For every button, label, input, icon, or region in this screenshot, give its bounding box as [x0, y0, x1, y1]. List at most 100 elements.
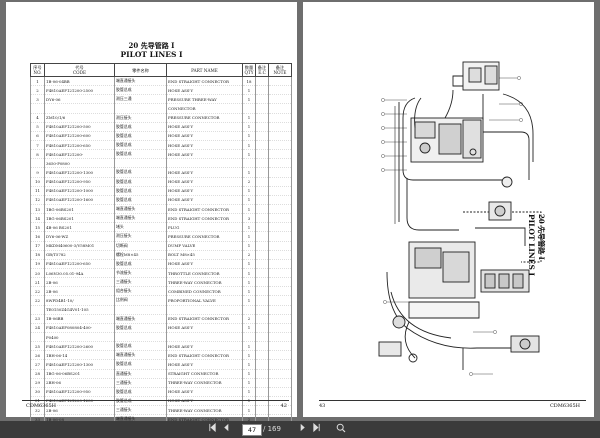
row-ec [255, 167, 269, 178]
zoom-button[interactable] [334, 423, 348, 435]
col-name-cn: 零件名称 [114, 63, 167, 77]
row-ec [255, 359, 269, 370]
row-qty: 1 [242, 85, 256, 96]
row-code: 1B-06-04BB [44, 76, 115, 87]
row-code: DY6-06 [44, 94, 115, 105]
row-code: F4810AEF121200-650 [44, 140, 115, 151]
first-page-button[interactable] [206, 422, 218, 435]
row-name-cn: 胶管总成 [114, 140, 167, 151]
row-note [268, 241, 292, 251]
row-ec [255, 250, 269, 260]
last-page-button[interactable] [310, 422, 322, 435]
row-qty: 2 [242, 314, 256, 324]
row-code: 4B-06 BS201 [44, 222, 115, 233]
row-note [268, 295, 292, 306]
row-part-name: BOLT M8×45 [166, 250, 243, 260]
row-code: L06N30.05.01-94A [44, 268, 115, 279]
row-part-name: HOSE ASS'Y [166, 323, 243, 333]
row-part-name: THROTTLE CONNECTOR [166, 268, 243, 279]
row-part-name: HOSE ASS'Y [166, 131, 243, 141]
row-no: 23 [30, 314, 45, 324]
row-qty: 1 [242, 241, 256, 251]
row-code [44, 103, 115, 114]
row-name-cn [114, 305, 167, 315]
page-number-input[interactable] [242, 424, 262, 436]
row-ec [255, 158, 269, 169]
row-qty: 1 [242, 268, 256, 279]
row-ec [255, 177, 269, 187]
viewer-toolbar: / 169 [0, 421, 600, 438]
row-code: 1BG-06BS201 [44, 213, 115, 224]
row-no: 27 [30, 359, 45, 370]
row-qty: 1 [242, 286, 256, 297]
row-no: 16 [30, 231, 45, 242]
row-no: 3 [30, 94, 45, 105]
row-qty: 1 [242, 350, 256, 361]
row-ec [255, 305, 269, 315]
row-ec [255, 259, 269, 269]
row-name-cn: 端直通接头 [114, 314, 167, 324]
row-name-cn: 胶管总成 [114, 149, 167, 160]
table-row: 3650-P0800 [30, 158, 292, 169]
row-code: 8WPD4B1-10/ [44, 295, 115, 306]
row-note [268, 213, 292, 224]
skip-last-icon [312, 422, 320, 433]
row-qty [242, 158, 256, 169]
row-note [268, 177, 292, 187]
row-name-cn: 堵头 [114, 222, 167, 233]
row-name-cn: 测压三通 [114, 94, 167, 105]
previous-page-button[interactable] [220, 423, 232, 435]
row-code: F4810AEF121200-1300 [44, 167, 115, 178]
row-no: 24 [30, 323, 45, 333]
row-qty: 1 [242, 131, 256, 141]
row-qty: 1 [242, 277, 256, 288]
row-note [268, 323, 292, 333]
row-qty: 2 [242, 177, 256, 187]
parts-table: 序号 NO. 代号 CODE 零件名称 PART NAME 数量 QTY 备注 … [30, 63, 292, 425]
row-no: 8 [30, 149, 45, 160]
page-total: / 169 [263, 425, 281, 433]
row-no: 25 [30, 341, 45, 352]
row-code: P0400 [44, 332, 115, 343]
next-page-button[interactable] [296, 423, 308, 435]
row-code: GB/T5782 [44, 250, 115, 260]
right-title-cn: 20 先导管路 Ⅰ [537, 214, 546, 260]
row-ec [255, 295, 269, 306]
row-no: 22 [30, 286, 45, 297]
row-no: 13 [30, 204, 45, 215]
row-note [268, 195, 292, 205]
pump-assembly [408, 241, 480, 319]
row-ec [255, 122, 269, 132]
col-ec: 备注 E.C [255, 63, 269, 77]
table-row: P0400 [30, 332, 292, 343]
row-code: ZM10/1/6 [44, 113, 115, 123]
row-qty: 1 [242, 167, 256, 178]
row-code: F4810AEF121200-500 [44, 122, 115, 132]
row-qty: 1 [242, 186, 256, 196]
row-note [268, 76, 292, 87]
row-note [268, 231, 292, 242]
table-row: TE0150Z4G4V01-105 [30, 305, 292, 315]
row-note [268, 369, 292, 379]
row-part-name: STRAIGHT CONNECTOR [166, 369, 243, 379]
row-ec [255, 186, 269, 196]
prev-icon [223, 423, 228, 432]
row-note [268, 405, 292, 416]
row-note [268, 222, 292, 233]
row-ec [255, 204, 269, 215]
row-ec [255, 213, 269, 224]
row-no: 12 [30, 195, 45, 205]
row-code: F4810AEF121200-2600 [44, 341, 115, 352]
